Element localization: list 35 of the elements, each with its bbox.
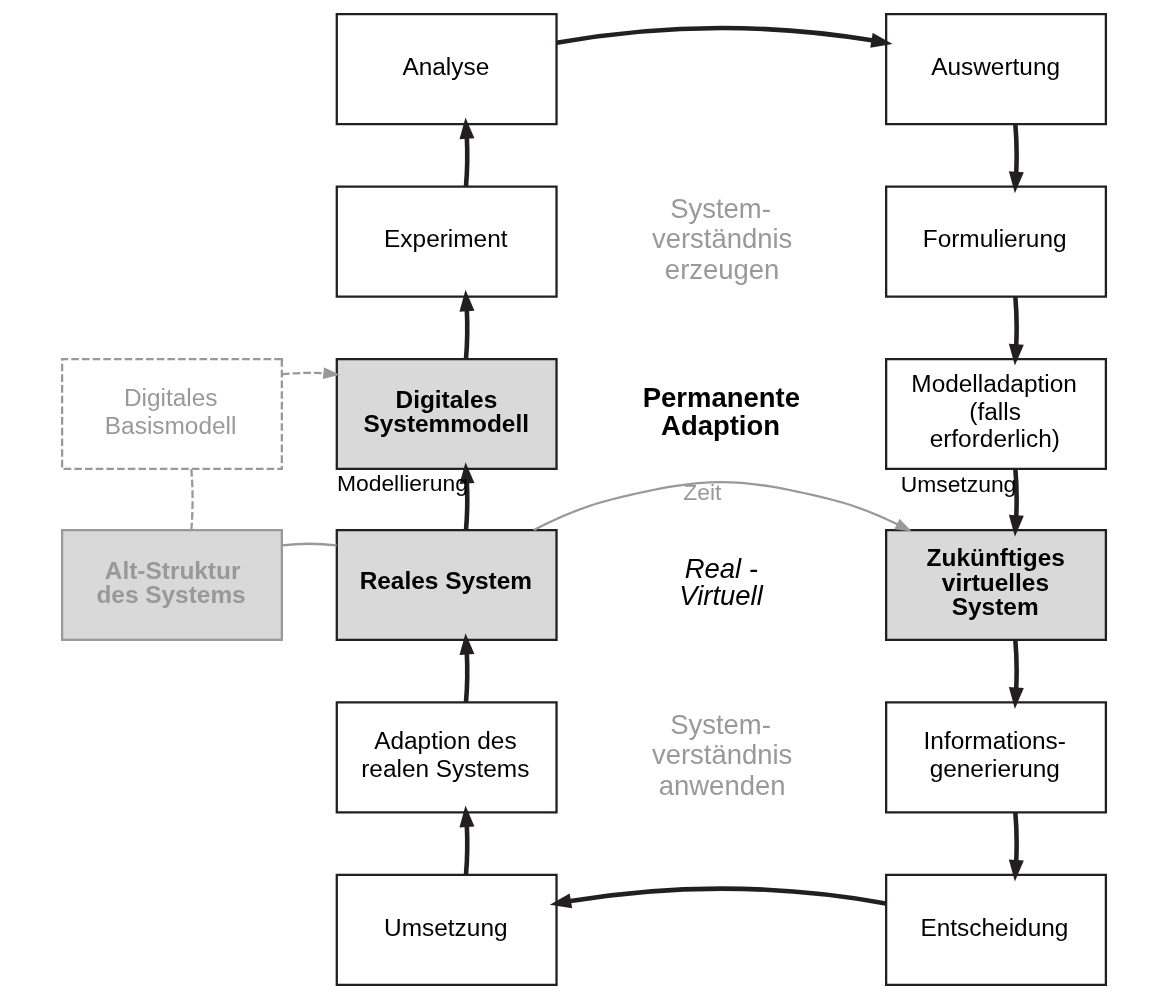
label: Real - Virtuell	[679, 552, 763, 612]
arrow	[459, 462, 475, 530]
arrow	[459, 633, 475, 703]
node-box: Auswertung	[885, 13, 1108, 126]
node-box: Digitales Systemmodell	[335, 357, 558, 471]
node-box: Informations- generierung	[885, 701, 1108, 814]
node-box: Alt-Struktur des Systems	[60, 528, 283, 642]
node-box: Experiment	[335, 185, 558, 298]
node-box: Zukünftiges virtuelles System	[885, 528, 1108, 642]
arrow	[459, 805, 475, 875]
node-box: Umsetzung	[335, 873, 558, 986]
node-box: Formulierung	[885, 185, 1108, 298]
arrow	[1008, 124, 1024, 194]
node-box: Analyse	[335, 13, 558, 126]
arrow	[1008, 639, 1024, 709]
arrow	[1008, 812, 1024, 882]
node-box: Entscheidung	[885, 873, 1108, 986]
arrow	[556, 25, 893, 48]
arrow	[459, 117, 475, 187]
label: System- verständnis anwenden	[651, 708, 793, 801]
arrow	[281, 367, 341, 380]
node-box: Reales System	[335, 528, 558, 642]
arrow	[1008, 296, 1024, 366]
arrow	[549, 886, 887, 909]
node-box: Digitales Basismodell	[60, 357, 283, 471]
label: System- verständnis erzeugen	[651, 192, 793, 285]
connector	[281, 542, 337, 547]
connector	[190, 469, 194, 530]
label: Permanente Adaption	[642, 382, 800, 441]
node-box: Modelladaption (falls erforderlich)	[885, 357, 1108, 471]
arrow	[1008, 468, 1024, 537]
arrow	[459, 289, 475, 359]
edge-label: Zeit	[683, 479, 722, 506]
arrow	[533, 481, 912, 532]
node-box: Adaption des realen Systems	[335, 701, 558, 814]
